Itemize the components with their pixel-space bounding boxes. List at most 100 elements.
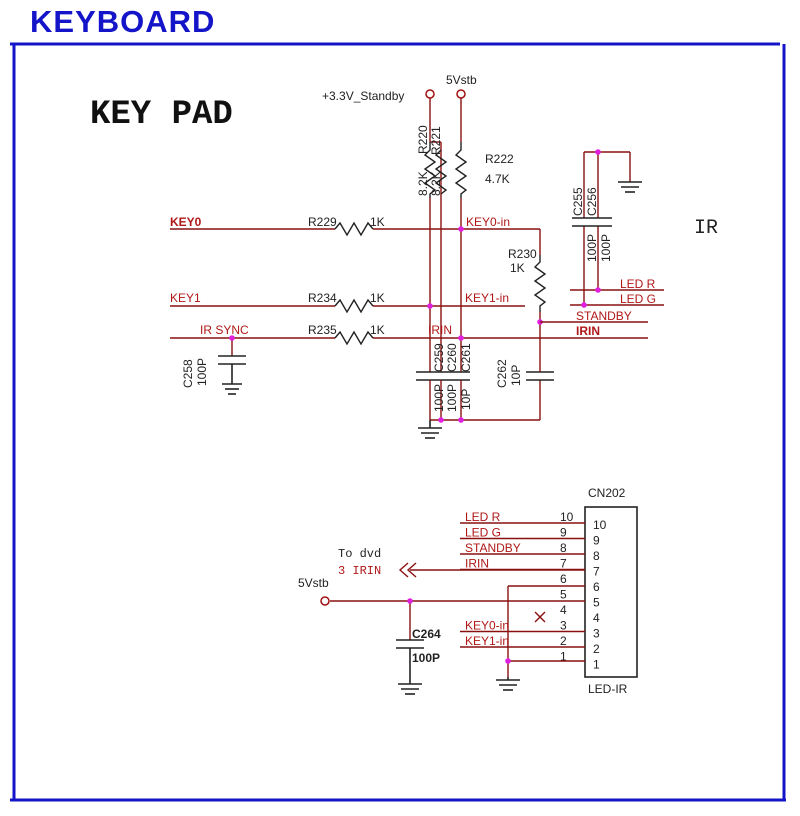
supply-5v-b-label: 5Vstb (298, 576, 329, 590)
connector-pin-number-inner: 7 (593, 565, 600, 579)
connector-signal-label: KEY1-in (465, 634, 509, 648)
r220-label: R220 (416, 125, 430, 154)
c258-label: C258 (181, 359, 195, 388)
c261-label: C261 (459, 343, 473, 372)
supply-3v3-symbol (425, 89, 435, 99)
connector-pin-number-outer: 10 (560, 510, 574, 524)
capacitor-c258 (218, 355, 246, 395)
connector-body (584, 506, 638, 678)
net-key0-in-label: KEY0-in (466, 215, 510, 229)
supply-3v3-label: +3.3V_Standby (322, 89, 404, 103)
c260-value: 100P (445, 384, 459, 412)
page-title: KEYBOARD (30, 4, 216, 39)
node-key0-in (458, 226, 464, 232)
ir-label: IR (694, 217, 718, 240)
r222-value: 4.7K (485, 172, 510, 186)
connector-pin-number-outer: 2 (560, 634, 567, 648)
resistor-r221 (434, 149, 448, 195)
net-irin-mid-label: IRIN (428, 323, 452, 337)
connector-pin-number-inner: 9 (593, 534, 600, 548)
connector-pin-number-inner: 2 (593, 642, 600, 656)
capacitor-c262 (526, 371, 554, 381)
connector-wires (330, 569, 585, 677)
connector-pin-number-inner: 6 (593, 580, 600, 594)
c260-label: C260 (445, 343, 459, 372)
node-irin (458, 335, 464, 341)
net-key1-label: KEY1 (170, 291, 201, 305)
r220-value: 8.2K (416, 171, 430, 196)
c255-label: C255 (571, 187, 585, 216)
r229-value: 1K (370, 215, 385, 229)
c264-label: C264 (412, 627, 441, 641)
connector-pin-number-inner: 5 (593, 596, 600, 610)
connector-signal-label: STANDBY (465, 541, 521, 555)
resistor-r230 (533, 255, 547, 312)
connector-pin-number-inner: 8 (593, 549, 600, 563)
capacitor-c259-c261 (416, 371, 470, 381)
c262-label: C262 (495, 359, 509, 388)
r234-value: 1K (370, 291, 385, 305)
section-title: KEY PAD (90, 96, 233, 134)
r221-label: R221 (429, 126, 443, 155)
connector-signal-label: LED G (465, 526, 501, 540)
cap-group-wires (429, 380, 541, 421)
supply-5v-b-symbol (320, 596, 330, 606)
ground-c255 (618, 181, 642, 193)
r230-value: 1K (510, 261, 525, 275)
frame-border (10, 42, 786, 802)
r221-value: 8.2K (429, 171, 443, 196)
ground-cn (496, 677, 520, 691)
led-r-label: LED R (620, 277, 656, 291)
connector-pin-number-outer: 4 (560, 603, 567, 617)
key0-wire (170, 221, 541, 255)
r234-label: R234 (308, 291, 337, 305)
no-connect-pin4 (534, 611, 546, 623)
node-pin1 (505, 658, 511, 664)
key1-wire (170, 298, 525, 314)
connector-pin-number-outer: 1 (560, 650, 567, 664)
connector-pin-number-outer: 5 (560, 588, 567, 602)
c256-value: 100P (599, 234, 613, 262)
node-led-r (595, 287, 601, 293)
connector-pin-number-inner: 1 (593, 658, 600, 672)
ground-cap-group (418, 420, 442, 439)
c259-label: C259 (432, 343, 446, 372)
node-gnd-1 (438, 417, 444, 423)
connector-pin-number-inner: 4 (593, 611, 600, 625)
to-dvd-arrow-icon (398, 562, 417, 578)
net-key0-label: KEY0 (170, 215, 202, 229)
connector-pin-number-outer: 6 (560, 572, 567, 586)
c258-value: 100P (195, 358, 209, 386)
to-dvd-pin-label: 3 IRIN (338, 564, 381, 578)
connector-pin-number-outer: 8 (560, 541, 567, 555)
c256-label: C256 (585, 187, 599, 216)
node-key1-in (427, 303, 433, 309)
ir-sync-wire (170, 330, 648, 356)
net-key1-in-label: KEY1-in (465, 291, 509, 305)
r222-label: R222 (485, 152, 514, 166)
connector-pin-number-inner: 10 (593, 518, 607, 532)
supply-5v-label: 5Vstb (446, 73, 477, 87)
c259-value: 100P (432, 384, 446, 412)
connector-pin-number-outer: 7 (560, 557, 567, 571)
supply-5v-symbol (456, 89, 466, 99)
connector-signal-label: LED R (465, 510, 501, 524)
r230-label: R230 (508, 247, 537, 261)
r235-value: 1K (370, 323, 385, 337)
c255-c256-wires (583, 151, 631, 305)
to-dvd-label: To dvd (338, 547, 381, 561)
resistor-r222 (454, 142, 468, 198)
c264-value: 100P (412, 651, 440, 665)
net-ir-sync-label: IR SYNC (200, 323, 249, 337)
connector-signal-label: KEY0-in (465, 619, 509, 633)
connector-name: CN202 (588, 486, 626, 500)
r235-label: R235 (308, 323, 337, 337)
connector-pin-number-inner: 3 (593, 627, 600, 641)
node-ir-sync (229, 335, 235, 341)
resistor-r220 (423, 142, 437, 198)
node-5v-cn (407, 598, 413, 604)
irin-label: IRIN (576, 324, 600, 338)
